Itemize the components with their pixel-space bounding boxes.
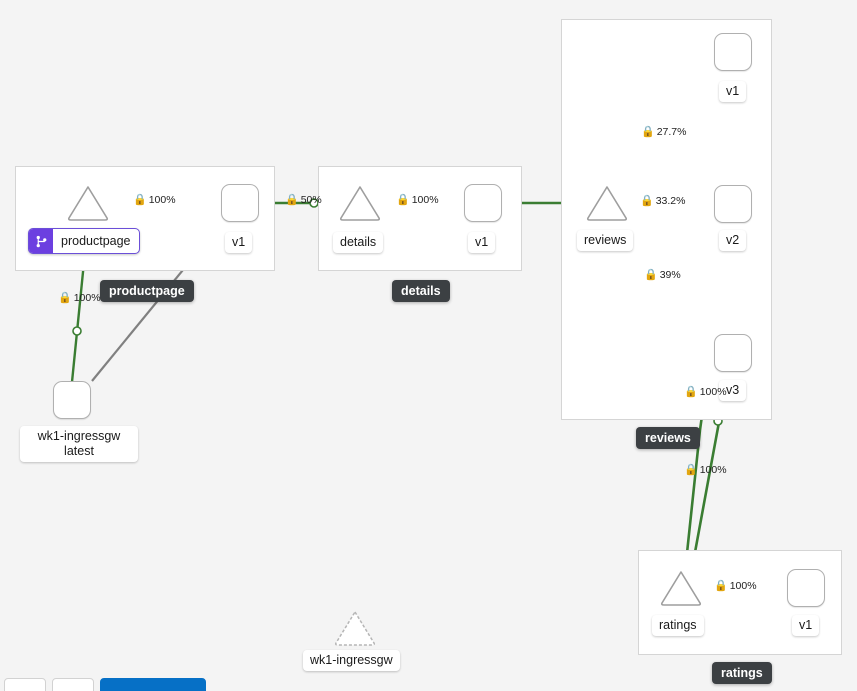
service-node-details[interactable] [337, 183, 383, 223]
workload-node-details-v1[interactable] [464, 184, 502, 222]
workload-node-wk1-ingressgw[interactable] [53, 381, 91, 419]
workload-node-ratings-v1[interactable] [787, 569, 825, 607]
lock-icon: 🔒 [684, 463, 698, 476]
triangle-icon [586, 186, 628, 221]
triangle-icon [335, 611, 375, 646]
workload-node-reviews-v1[interactable] [714, 33, 752, 71]
service-node-wk1-ingressgw-unused[interactable] [332, 608, 378, 648]
bottom-toolbar[interactable] [4, 678, 206, 691]
workload-label-productpage-v1: v1 [225, 232, 253, 253]
edge-midpoint-marker [309, 198, 319, 208]
workload-node-productpage-v1[interactable] [221, 184, 259, 222]
service-node-productpage[interactable] [65, 183, 111, 223]
service-label-reviews: reviews [577, 230, 634, 251]
app-tooltip-details: details [392, 280, 450, 302]
triangle-icon [67, 186, 109, 221]
app-tooltip-productpage: productpage [100, 280, 194, 302]
service-node-reviews[interactable] [584, 183, 630, 223]
edge-midpoint-marker [72, 326, 82, 336]
lock-icon: 🔒 [58, 291, 72, 304]
app-tooltip-reviews: reviews [636, 427, 700, 449]
workload-label-reviews-v1: v1 [719, 81, 747, 102]
service-node-ratings[interactable] [658, 568, 704, 608]
workload-label-line1: wk1-ingressgw [37, 429, 121, 443]
edge-label-text: 100% [699, 464, 727, 476]
service-label-wk1-ingressgw-unused: wk1-ingressgw [303, 650, 400, 671]
lock-icon: 🔒 [285, 193, 299, 206]
workload-label-wk1-ingressgw: wk1-ingressgw latest [20, 426, 138, 462]
workload-node-reviews-v2[interactable] [714, 185, 752, 223]
workload-label-ratings-v1: v1 [792, 615, 820, 636]
triangle-icon [339, 186, 381, 221]
triangle-icon [660, 571, 702, 606]
service-label-productpage: productpage [61, 234, 131, 248]
service-label-ratings: ratings [652, 615, 704, 636]
workload-label-reviews-v2: v2 [719, 230, 747, 251]
workload-node-reviews-v3[interactable] [714, 334, 752, 372]
edge-label-text: 100% [73, 292, 101, 304]
workload-label-reviews-v3: v3 [719, 380, 747, 401]
graph-layout-button[interactable] [52, 678, 94, 691]
edge-label-ingressgw-to-productpage-service: 🔒 100% [58, 292, 101, 304]
virtual-service-icon [29, 229, 53, 253]
edge-label-productpage-v1-to-details-service: 🔒 50% [285, 194, 322, 206]
workload-label-details-v1: v1 [468, 232, 496, 253]
edge-label-reviews-v3-to-ratings-service: 🔒 100% [684, 464, 727, 476]
service-label-details: details [333, 232, 384, 253]
zoom-level-button[interactable] [4, 678, 46, 691]
app-tooltip-ratings: ratings [712, 662, 772, 684]
workload-label-line2: latest [64, 444, 94, 458]
toolbar-primary-button[interactable] [100, 678, 206, 691]
virtual-service-badge-productpage[interactable]: productpage [28, 228, 140, 254]
